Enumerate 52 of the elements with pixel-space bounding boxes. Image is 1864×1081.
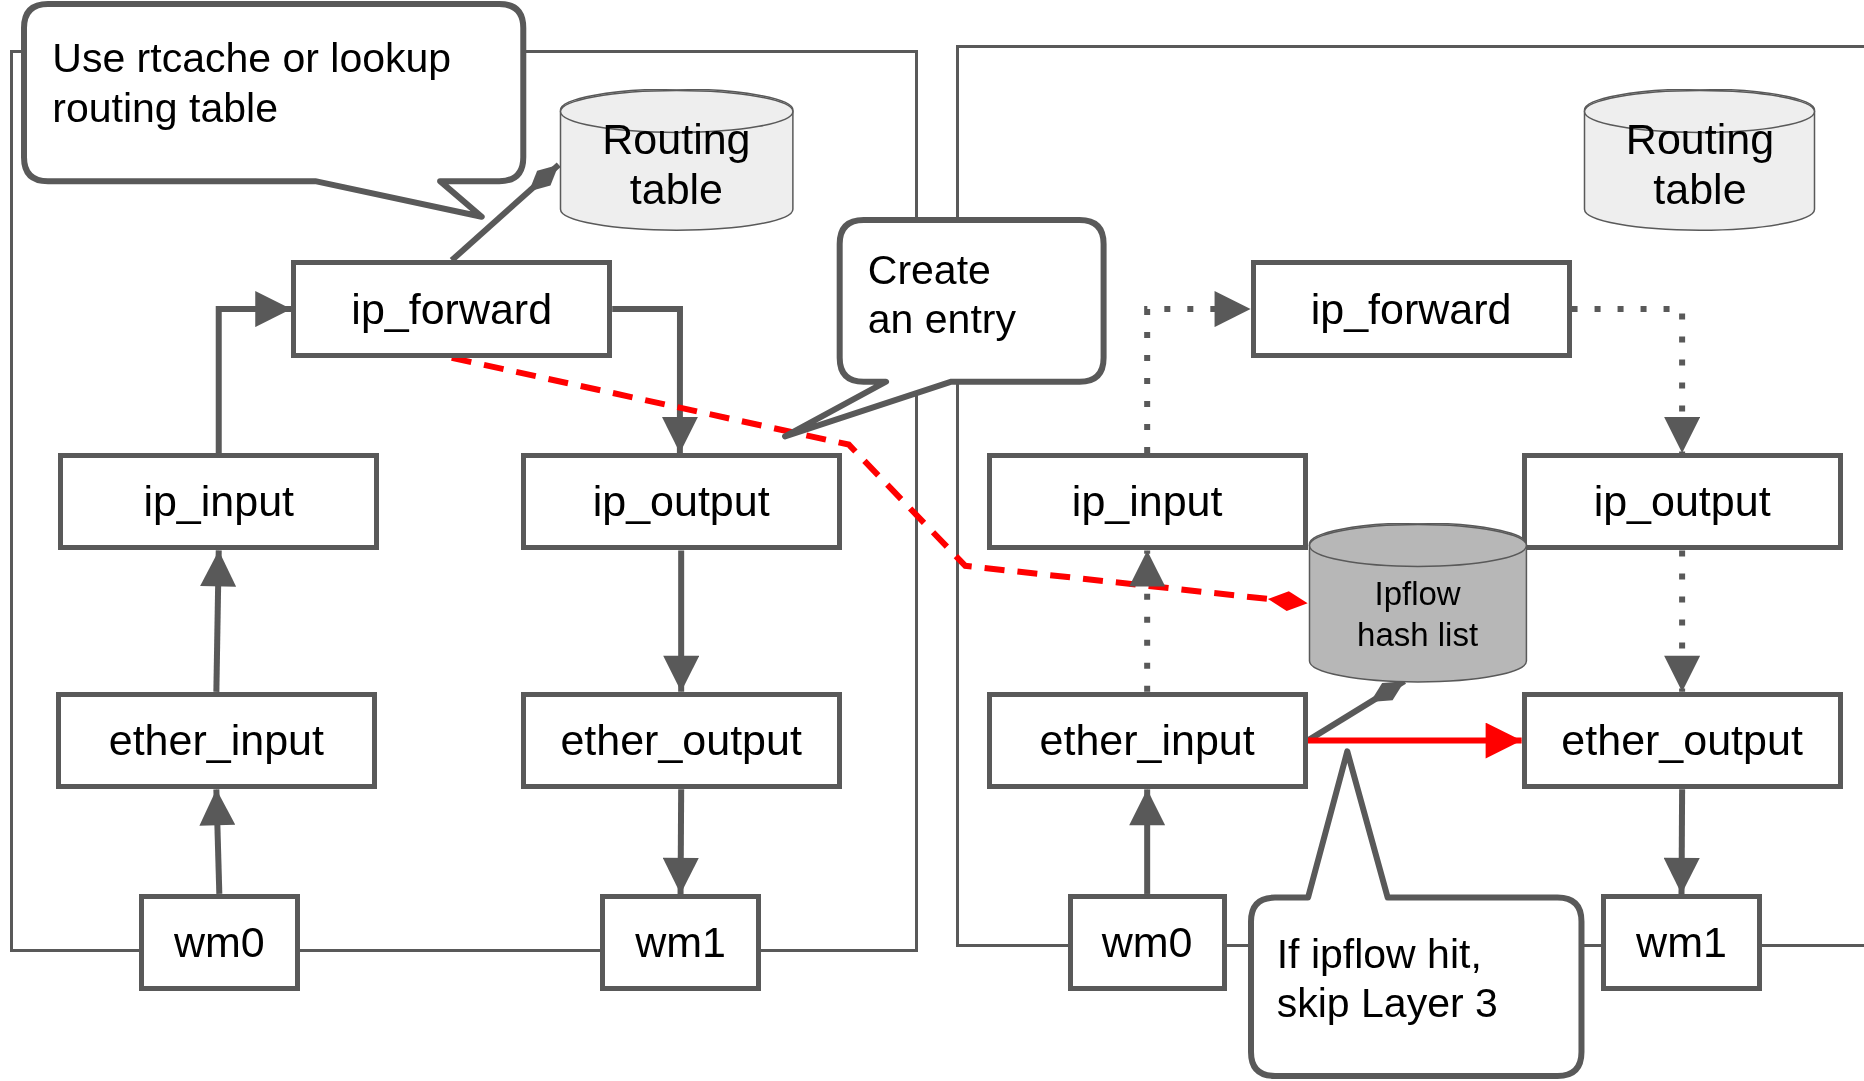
process-box [986, 452, 1308, 551]
process-box [291, 260, 613, 358]
box-label: ether_output [560, 719, 802, 763]
arrow [662, 789, 699, 894]
speech-bubble [784, 219, 1104, 440]
arrow [1571, 306, 1701, 453]
database-cylinder [1307, 523, 1528, 684]
process-box [1521, 452, 1843, 551]
speech-bubble [23, 3, 524, 220]
arrow [199, 789, 236, 895]
box-label: ip_input [1071, 480, 1223, 524]
process-box [139, 893, 300, 992]
callout-text: Create an entry [867, 246, 1017, 345]
box-label: ip_output [1593, 480, 1771, 524]
box-label: ip_forward [351, 287, 553, 331]
box-label: wm0 [173, 921, 265, 965]
arrow [1144, 291, 1251, 453]
box-label: ether_output [1561, 719, 1803, 763]
arrow [1307, 722, 1522, 759]
process-box [58, 452, 380, 551]
arrow [1663, 789, 1700, 894]
arrow [200, 550, 237, 692]
arrow [1664, 550, 1701, 692]
process-box [520, 691, 842, 790]
box-label: ether_input [1039, 719, 1255, 763]
box-label: ether_input [108, 719, 324, 763]
box-label: wm0 [1101, 921, 1193, 965]
process-box [600, 893, 761, 992]
arrow [1129, 789, 1166, 894]
box-label: wm1 [635, 921, 726, 965]
callout-text: If ipflow hit, skip Layer 3 [1276, 929, 1499, 1028]
process-box [1067, 893, 1227, 992]
database-cylinder [558, 89, 795, 232]
arrow [663, 550, 700, 692]
process-box [1601, 893, 1762, 992]
arrow [215, 291, 292, 453]
box-label: ip_output [592, 480, 770, 524]
callout-text: Use rtcache or lookup routing table [52, 34, 453, 133]
box-label: ip_input [143, 480, 295, 524]
process-box [55, 691, 377, 790]
box-label: ip_forward [1310, 287, 1512, 331]
arrow [1129, 550, 1166, 692]
cylinder-label: Routing table [601, 115, 752, 215]
process-box [520, 452, 842, 551]
cylinder-label: Ipflow hash list [1356, 574, 1480, 656]
database-cylinder [1583, 89, 1817, 232]
cylinder-label: Routing table [1624, 115, 1776, 215]
arrow [612, 306, 698, 453]
process-box [1521, 691, 1843, 790]
process-box [986, 691, 1308, 790]
process-box [1250, 260, 1572, 358]
box-label: wm1 [1636, 921, 1727, 965]
